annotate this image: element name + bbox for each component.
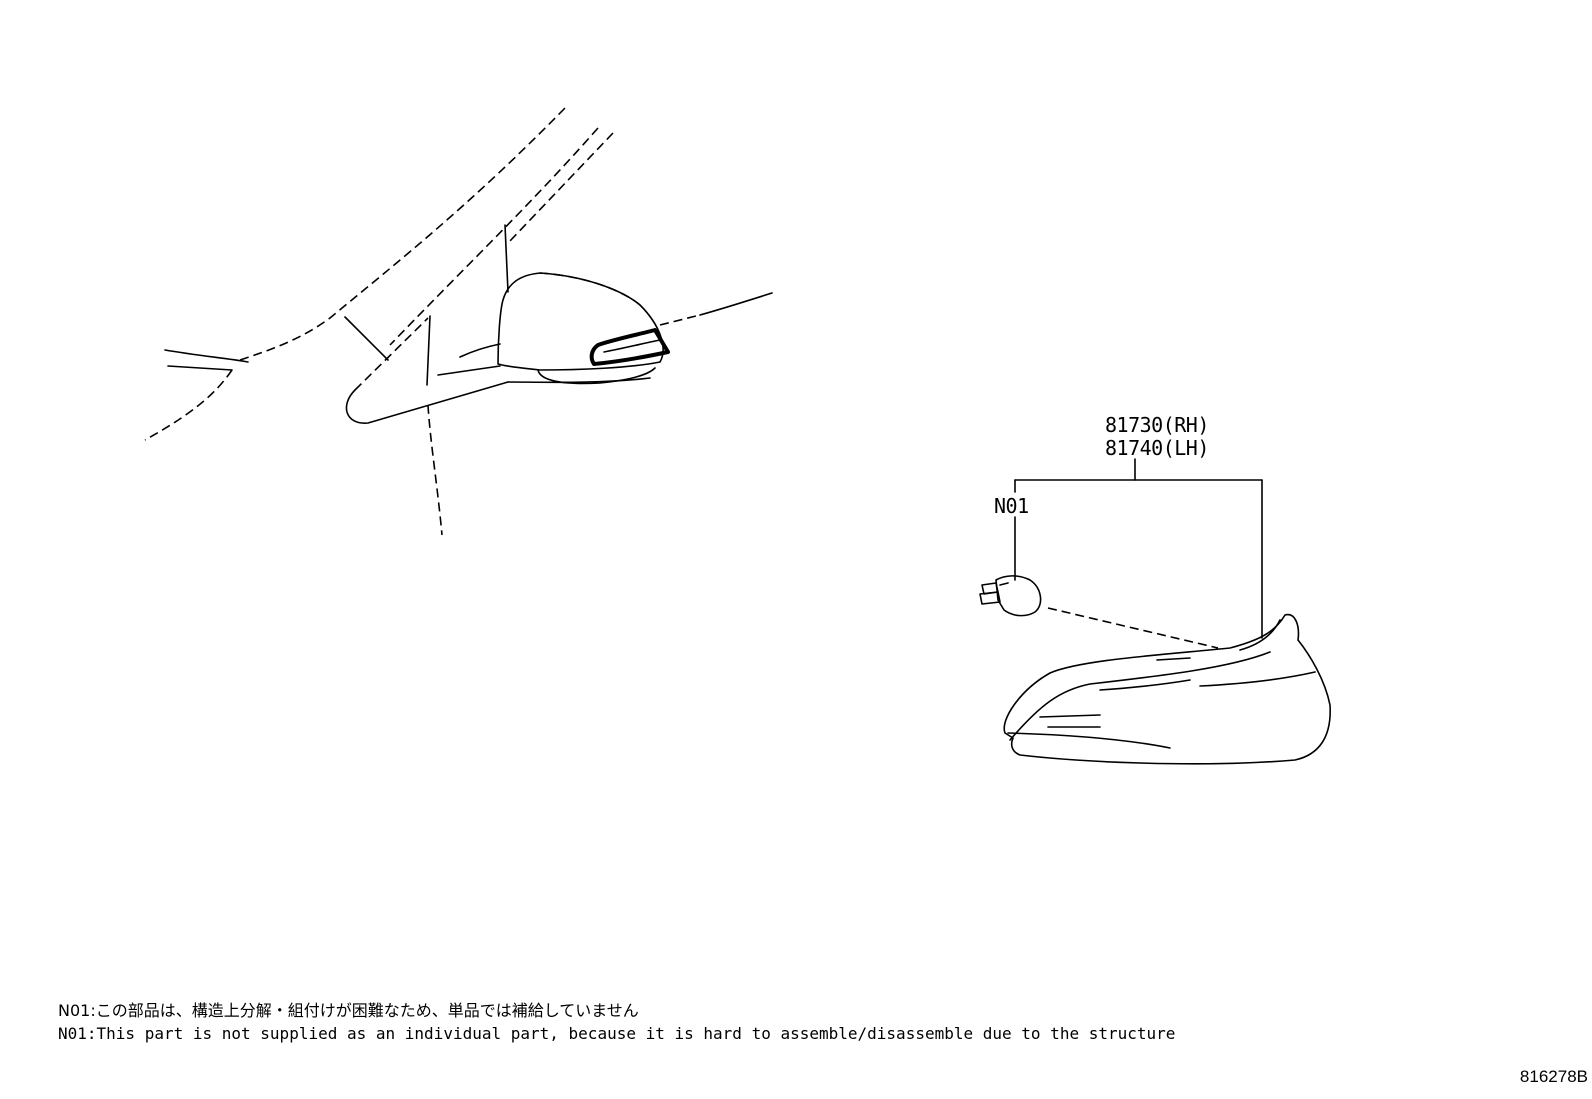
part-number-lh: 81740(LH)	[1105, 436, 1209, 460]
note-japanese: N01:この部品は、構造上分解・組付けが困難なため、単品では補給していません	[58, 1001, 639, 1020]
wedge-bulb-icon	[979, 575, 1042, 617]
bulb-leader-line	[1047, 607, 1219, 649]
diagram-id: 816278B	[1519, 1067, 1588, 1086]
bulb-callout-label: N01	[994, 494, 1029, 518]
door-mirror-location-icon	[144, 107, 773, 536]
side-turn-signal-lamp-icon	[1003, 613, 1331, 765]
part-number-rh: 81730(RH)	[1105, 413, 1209, 437]
note-english: N01:This part is not supplied as an indi…	[58, 1024, 1176, 1043]
callout-bracket	[1014, 458, 1263, 639]
